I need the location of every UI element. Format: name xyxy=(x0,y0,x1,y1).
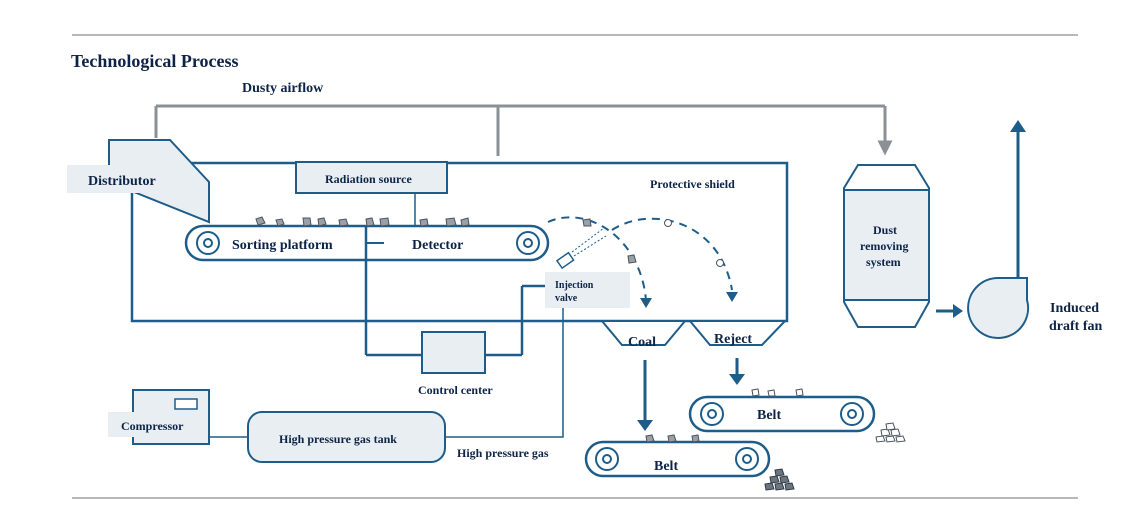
fan-label-1: Induced xyxy=(1050,301,1099,316)
induced-draft-fan xyxy=(967,277,1030,339)
control-wiring xyxy=(364,226,545,357)
gas-tank-label: High pressure gas tank xyxy=(279,432,397,446)
injection-valve-label-1: Injection xyxy=(555,280,594,291)
gas-line xyxy=(445,308,564,438)
coal-label: Coal xyxy=(628,335,656,350)
fan-label-2: draft fan xyxy=(1049,319,1102,334)
ore-pieces-on-belt xyxy=(255,216,470,227)
reject-belt xyxy=(688,395,876,433)
dust-removing-system xyxy=(843,164,930,328)
reject-label: Reject xyxy=(714,332,752,347)
reject-arrowhead xyxy=(729,374,745,385)
dust-label-1: Dust xyxy=(873,223,897,237)
detector-label: Detector xyxy=(412,238,463,253)
coal-chute xyxy=(599,320,688,346)
reject-belt-label: Belt xyxy=(757,408,781,423)
reject-belt-ore xyxy=(751,388,804,397)
compressor-panel xyxy=(174,398,198,410)
fan-exhaust-arrowhead xyxy=(1010,120,1026,132)
coal-belt-ore xyxy=(645,434,700,443)
material-trajectories xyxy=(547,216,733,301)
flying-ore xyxy=(582,218,724,267)
coal-pile xyxy=(764,468,795,491)
gas-tank xyxy=(247,411,446,463)
injection-valve-box xyxy=(545,272,630,308)
diagram-title: Technological Process xyxy=(71,51,239,71)
protective-shield-label: Protective shield xyxy=(650,177,735,191)
control-center-label: Control center xyxy=(418,383,493,397)
coal-arrowhead xyxy=(637,420,653,431)
dust-to-fan-arrowhead xyxy=(953,304,963,318)
reject-chute xyxy=(687,320,788,346)
radiation-source-box xyxy=(295,161,448,194)
compressor-label-box xyxy=(108,412,203,437)
dusty-airflow-duct xyxy=(154,104,893,156)
injection-nozzle xyxy=(555,227,607,270)
coal-belt xyxy=(584,440,771,478)
sorting-platform-label: Sorting platform xyxy=(232,238,333,253)
control-center-box xyxy=(421,331,486,374)
distributor-label: Distributor xyxy=(88,174,156,189)
high-pressure-gas-label: High pressure gas xyxy=(457,446,549,460)
coal-belt-label: Belt xyxy=(654,459,678,474)
injection-valve-label-2: valve xyxy=(555,293,578,304)
reject-pile xyxy=(875,422,906,443)
dusty-airflow-label: Dusty airflow xyxy=(242,81,324,96)
compressor-label: Compressor xyxy=(121,419,184,433)
distributor-label-box xyxy=(67,165,177,193)
radiation-source-label: Radiation source xyxy=(325,172,412,186)
trajectory-arrowheads xyxy=(640,292,738,308)
dust-label-3: system xyxy=(866,255,901,269)
dust-label-2: removing xyxy=(860,239,908,253)
